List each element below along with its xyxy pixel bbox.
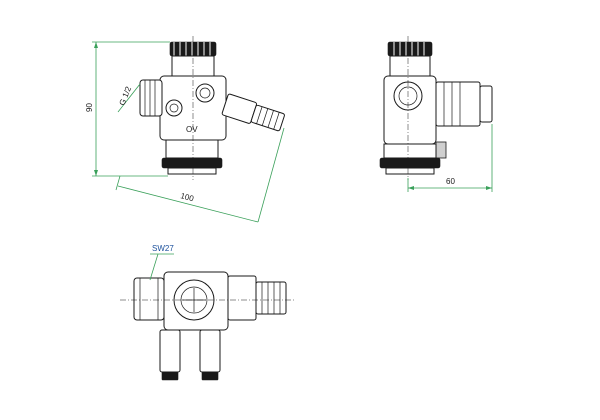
top-test-point-left	[159, 329, 181, 373]
side-top-cap	[387, 41, 433, 57]
side-bracket	[435, 141, 447, 159]
side-bottom-ring	[379, 157, 441, 169]
height-dimension: 90	[85, 103, 94, 112]
side-outlet	[435, 81, 481, 127]
front-left-inlet	[139, 79, 163, 117]
top-left-inlet	[133, 277, 165, 321]
side-base	[385, 167, 435, 175]
front-ov-marking: OV	[186, 125, 198, 134]
side-dimensions: 60	[407, 124, 493, 192]
top-test-point-right	[199, 329, 221, 373]
side-lower-housing	[383, 143, 437, 159]
side-neck	[389, 55, 431, 77]
top-test-point-right-cap	[201, 371, 219, 381]
front-right-outlet	[221, 93, 285, 132]
front-view: OV	[139, 36, 285, 180]
front-base	[167, 167, 217, 175]
wrench-size-label: SW27	[152, 244, 174, 253]
top-view	[120, 271, 296, 381]
side-width-dimension: 60	[446, 177, 455, 186]
top-dimensions: SW27	[149, 244, 174, 281]
top-right-body	[227, 275, 257, 321]
diagonal-dimension: 100	[179, 191, 195, 203]
side-outlet-end	[479, 85, 493, 123]
front-port-right	[195, 83, 215, 103]
side-view	[379, 36, 493, 180]
top-test-point-left-cap	[161, 371, 179, 381]
front-port-left	[165, 99, 183, 117]
front-lower-housing	[165, 139, 219, 159]
top-right-outlet	[255, 281, 287, 315]
front-cap-knurl	[173, 42, 211, 56]
front-bottom-ring	[161, 157, 223, 169]
